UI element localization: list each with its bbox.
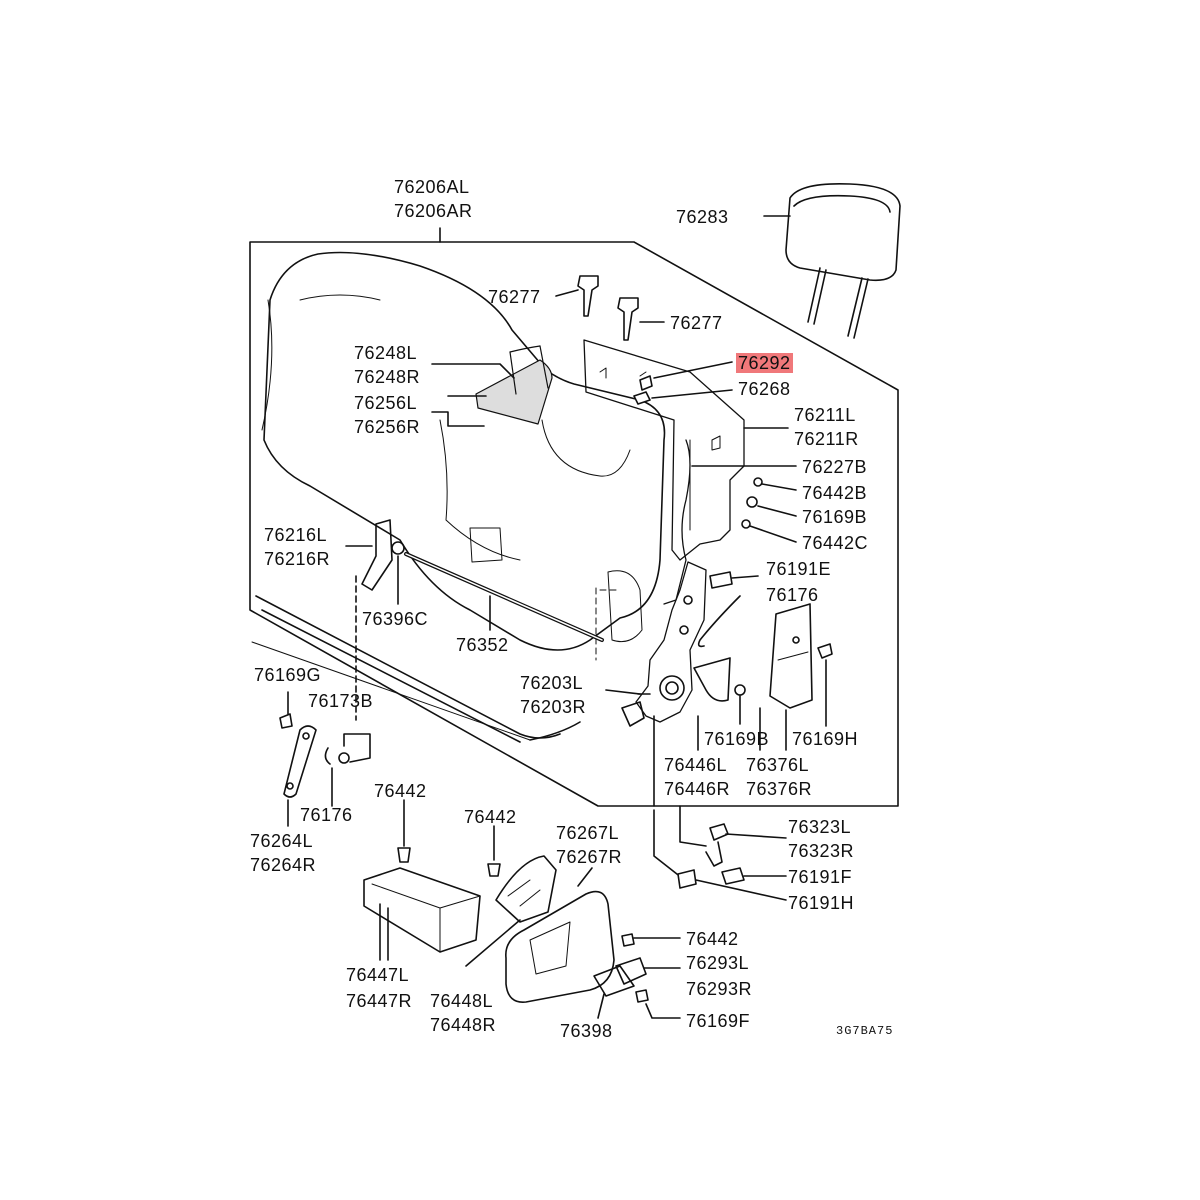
label-76352: 76352 [456, 635, 509, 655]
pivot-rod [391, 541, 604, 642]
label-76169h: 76169H [792, 729, 859, 749]
headrest-part [763, 182, 901, 339]
label-76442c: 76442C [802, 533, 869, 553]
label-76442b: 76442B [802, 483, 868, 503]
label-76446l: 76446L [664, 755, 728, 775]
clip-parts [633, 361, 733, 405]
label-76442-c: 76442 [686, 929, 739, 949]
label-76169g: 76169G [254, 665, 322, 685]
label-76396c: 76396C [362, 609, 429, 629]
side-cover-part [769, 603, 833, 751]
label-76446r: 76446R [664, 779, 731, 799]
headrest-guides [555, 275, 665, 341]
lever-76264 [279, 691, 371, 827]
highlight-marker: 76292 [736, 353, 793, 373]
label-76191f: 76191F [788, 867, 853, 887]
label-76248r: 76248R [354, 367, 421, 387]
label-76398: 76398 [560, 1021, 613, 1041]
label-76169b-upper: 76169B [802, 507, 868, 527]
seatback-frame [583, 339, 745, 605]
bolts [397, 799, 681, 1019]
label-76256r: 76256R [354, 417, 421, 437]
label-76176-upper: 76176 [766, 585, 819, 605]
parts-lower-right [653, 707, 787, 901]
label-76448l: 76448L [430, 991, 494, 1011]
label-76277-b: 76277 [670, 313, 723, 333]
label-76323r: 76323R [788, 841, 855, 861]
label-76442-a: 76442 [374, 781, 427, 801]
seatback-cover [261, 251, 666, 661]
label-76248l: 76248L [354, 343, 418, 363]
label-76292-highlighted: 76292 [736, 352, 793, 374]
label-76268: 76268 [738, 379, 791, 399]
label-76169b-lower: 76169B [704, 729, 770, 749]
label-76211r: 76211R [794, 429, 859, 449]
label-76264r: 76264R [250, 855, 317, 875]
assembly-frame [249, 227, 899, 807]
leaders-right [691, 427, 797, 543]
label-76203r: 76203R [520, 697, 587, 717]
label-76191h: 76191H [788, 893, 855, 913]
recliner-mechanism [621, 561, 759, 727]
label-76293r: 76293R [686, 979, 753, 999]
label-76267l: 76267L [556, 823, 620, 843]
parts-76293 [593, 957, 681, 1019]
label-76216r: 76216R [264, 549, 331, 569]
label-76277-a: 76277 [488, 287, 541, 307]
label-76203l: 76203L [520, 673, 584, 693]
label-76169f: 76169F [686, 1011, 751, 1031]
label-76448r: 76448R [430, 1015, 497, 1035]
label-76442-b: 76442 [464, 807, 517, 827]
label-76323l: 76323L [788, 817, 852, 837]
leaders-misc [529, 689, 641, 741]
label-76216l: 76216L [264, 525, 328, 545]
cover-76267 [505, 867, 615, 1003]
leaders-upper-left [431, 363, 515, 427]
label-76264l: 76264L [250, 831, 314, 851]
label-76376r: 76376R [746, 779, 813, 799]
label-76376l: 76376L [746, 755, 810, 775]
label-76447l: 76447L [346, 965, 410, 985]
tray-76447 [363, 867, 481, 961]
label-76211l: 76211L [794, 405, 856, 425]
foam-pad [475, 345, 553, 425]
label-76227b: 76227B [802, 457, 868, 477]
label-76173b: 76173B [308, 691, 374, 711]
drawing-code: 3G7BA75 [836, 1024, 894, 1038]
label-76206ar: 76206AR [394, 201, 473, 221]
cover-76448 [465, 855, 557, 967]
label-76191e: 76191E [766, 559, 832, 579]
label-76293l: 76293L [686, 953, 750, 973]
label-76176-lower: 76176 [300, 805, 353, 825]
label-76267r: 76267R [556, 847, 623, 867]
label-76447r: 76447R [346, 991, 413, 1011]
label-76206al: 76206AL [394, 177, 470, 197]
label-76283: 76283 [676, 207, 729, 227]
label-76256l: 76256L [354, 393, 418, 413]
